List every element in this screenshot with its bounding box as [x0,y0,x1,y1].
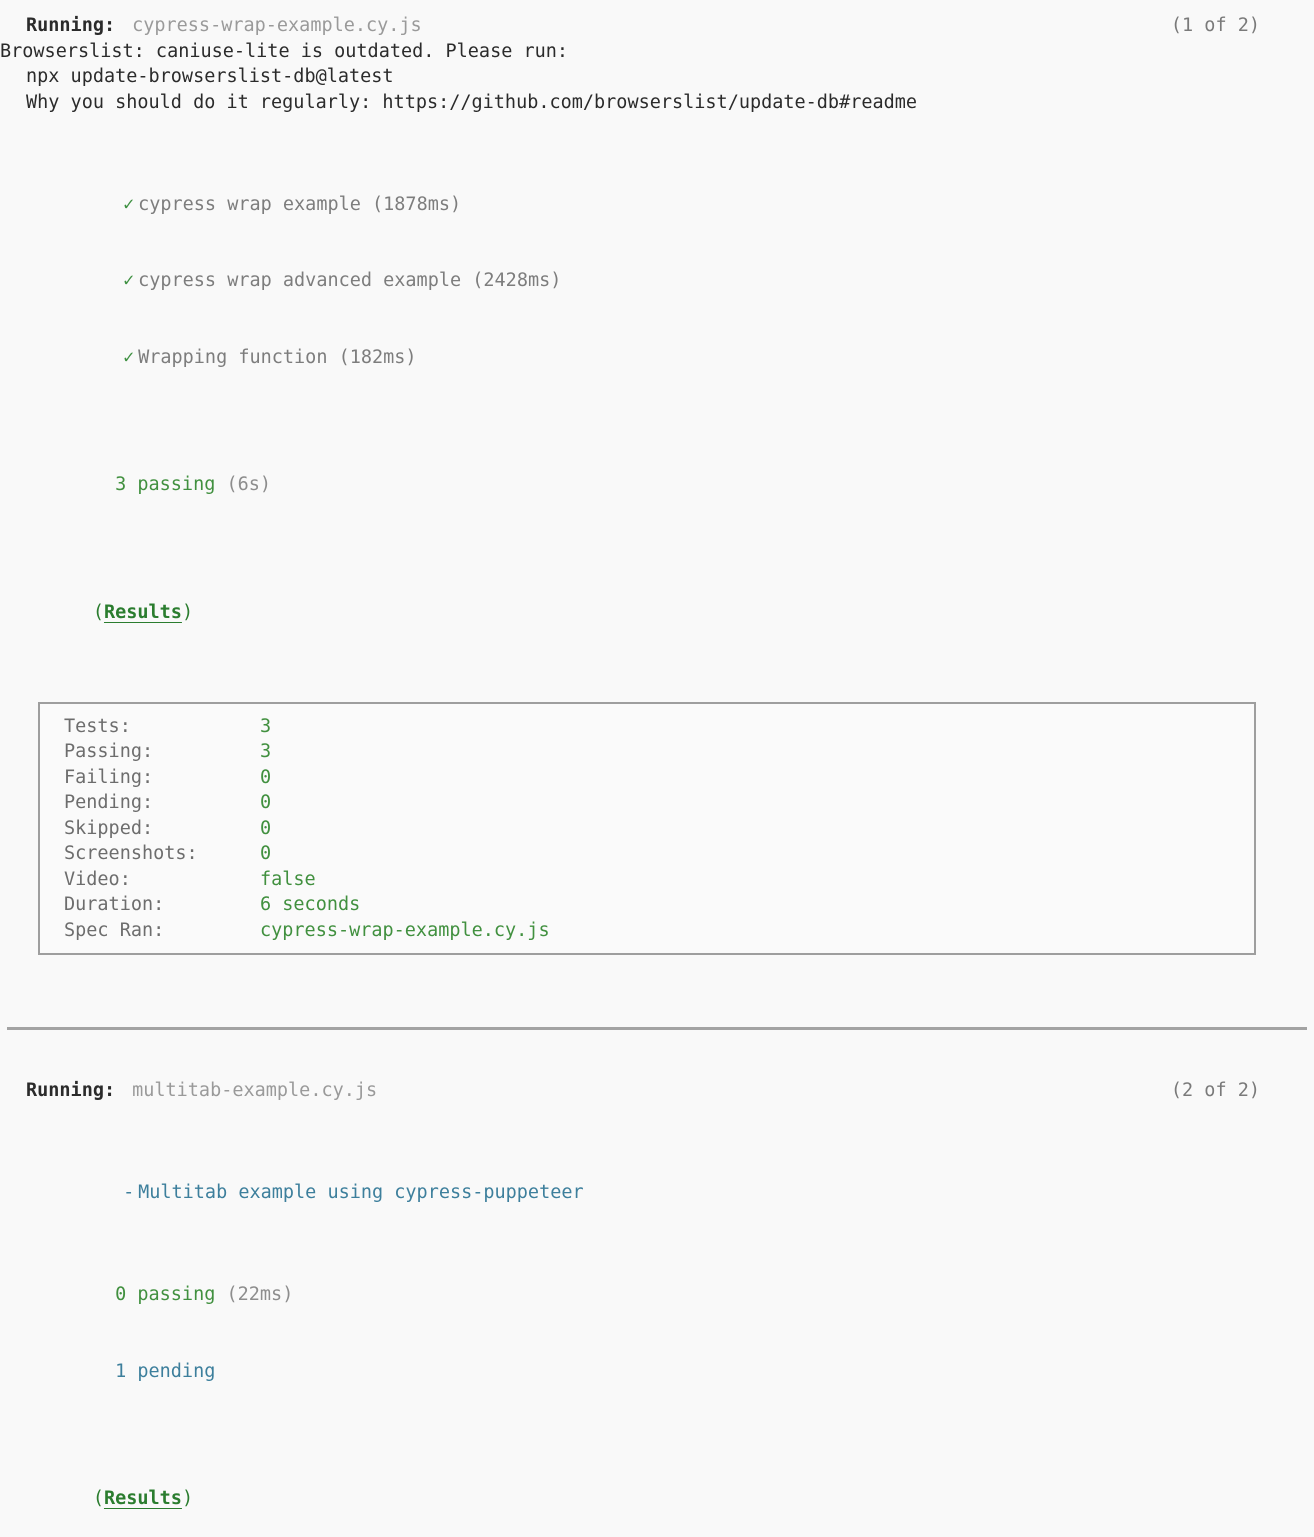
results-heading-2: (Results) [0,1461,1314,1537]
results-value: 0 [260,765,271,791]
results-summary-box: Tests:3 Passing:3 Failing:0 Pending:0 Sk… [38,702,1256,956]
spec-run-header-2: Running: multitab-example.cy.js (2 of 2) [0,1078,1314,1104]
check-icon: ✓ [123,345,138,371]
summary-counts-2: 0 passing (22ms) 1 pending [0,1257,1314,1410]
results-key: Duration: [64,892,260,918]
test-row: -Multitab example using cypress-puppetee… [34,1155,1314,1232]
spec-file-name-1: cypress-wrap-example.cy.js [115,13,422,39]
test-row: ✓cypress wrap advanced example (2428ms) [34,243,1314,320]
terminal-output: Running: cypress-wrap-example.cy.js (1 o… [0,0,1314,1040]
results-heading-1: (Results) [0,574,1314,651]
gap-before-summary-2 [0,1231,1314,1257]
summary-passing-duration: (6s) [227,474,272,495]
spec-file-name-2: multitab-example.cy.js [115,1078,377,1104]
pending-dash-icon: - [123,1180,138,1206]
summary-passing-duration: (22ms) [227,1284,294,1305]
check-icon: ✓ [123,268,138,294]
results-row: Pending:0 [40,790,1254,816]
results-row: Skipped:0 [40,816,1254,842]
results-paren-open: ( [93,1488,104,1509]
test-title: cypress wrap advanced example [138,270,461,291]
browserslist-warning-line-3: Why you should do it regularly: https://… [0,90,1314,116]
summary-counts-1: 3 passing (6s) [0,447,1314,524]
test-duration: (2428ms) [472,270,561,291]
results-key: Video: [64,867,260,893]
results-row: Video:false [40,867,1254,893]
browserslist-warning-line-2: npx update-browserslist-db@latest [0,64,1314,90]
results-key: Failing: [64,765,260,791]
results-value: 6 seconds [260,892,360,918]
test-row: ✓cypress wrap example (1878ms) [34,166,1314,243]
summary-row-passing: 3 passing (6s) [26,447,1314,524]
test-title: Wrapping function [138,347,327,368]
test-row: ✓Wrapping function (182ms) [34,319,1314,396]
test-result-list-1: ✓cypress wrap example (1878ms) ✓cypress … [0,166,1314,396]
summary-passing-count: 0 passing [115,1284,215,1305]
results-value: 0 [260,841,271,867]
results-row: Passing:3 [40,739,1254,765]
gap-before-results-box [0,651,1314,702]
browserslist-warning-line-1: Browserslist: caniuse-lite is outdated. … [0,39,1314,65]
results-value: 0 [260,816,271,842]
results-key: Tests: [64,714,260,740]
spec-block-2: Running: multitab-example.cy.js (2 of 2)… [0,1078,1314,1537]
results-value: 0 [260,790,271,816]
summary-passing-count: 3 passing [115,474,215,495]
test-title: cypress wrap example [138,194,361,215]
results-row: Spec Ran:cypress-wrap-example.cy.js [40,918,1254,944]
results-value: false [260,867,316,893]
gap-before-divider [0,955,1314,1027]
results-row: Tests:3 [40,714,1254,740]
results-key: Screenshots: [64,841,260,867]
test-duration: (182ms) [339,347,417,368]
test-result-list-2: -Multitab example using cypress-puppetee… [0,1155,1314,1232]
spec-progress-2: (2 of 2) [1171,1078,1260,1104]
summary-pending-count: 1 pending [115,1361,215,1382]
results-word: Results [104,602,182,623]
results-key: Spec Ran: [64,918,260,944]
test-title: Multitab example using cypress-puppeteer [138,1182,584,1203]
top-spacer [0,0,1314,13]
summary-row-pending: 1 pending [26,1333,1314,1410]
results-word: Results [104,1488,182,1509]
results-value: 3 [260,714,271,740]
results-paren-close: ) [182,1488,193,1509]
results-value: 3 [260,739,271,765]
summary-row-passing: 0 passing (22ms) [26,1257,1314,1334]
gap-after-divider [0,1030,1314,1078]
running-label-2: Running: [26,1078,115,1104]
results-key: Passing: [64,739,260,765]
results-value: cypress-wrap-example.cy.js [260,918,550,944]
gap-before-results-heading-2 [0,1410,1314,1461]
spec-progress-1: (1 of 2) [1171,13,1260,39]
spec-run-header-1: Running: cypress-wrap-example.cy.js (1 o… [0,13,1314,39]
gap-before-results-heading-1 [0,523,1314,574]
running-label-1: Running: [26,13,115,39]
gap-before-tests-2 [0,1104,1314,1155]
results-key: Skipped: [64,816,260,842]
results-row: Duration:6 seconds [40,892,1254,918]
results-key: Pending: [64,790,260,816]
check-icon: ✓ [123,192,138,218]
results-row: Screenshots:0 [40,841,1254,867]
results-paren-open: ( [93,602,104,623]
gap-before-summary-1 [0,396,1314,447]
results-paren-close: ) [182,602,193,623]
gap-after-warning [0,115,1314,166]
test-duration: (1878ms) [372,194,461,215]
spec-block-1: Running: cypress-wrap-example.cy.js (1 o… [0,0,1314,955]
results-row: Failing:0 [40,765,1254,791]
